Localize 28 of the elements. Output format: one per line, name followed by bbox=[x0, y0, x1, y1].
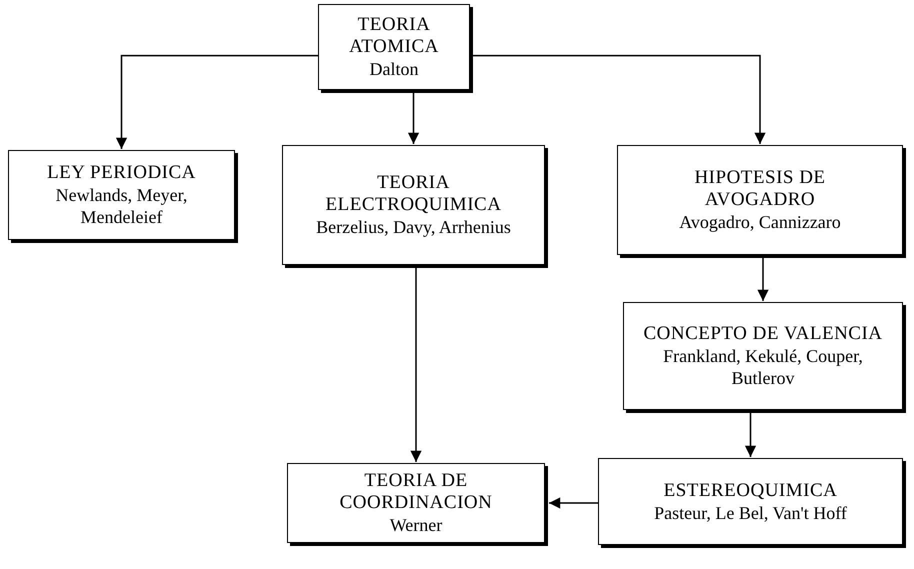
scientist-names: Dalton bbox=[370, 58, 418, 80]
scientist-names: Newlands, Meyer, Mendeleief bbox=[54, 184, 188, 228]
arrow bbox=[410, 265, 422, 462]
arrow bbox=[549, 497, 598, 509]
concept-box bbox=[8, 150, 235, 240]
concept-box bbox=[318, 4, 470, 90]
arrow bbox=[757, 255, 769, 301]
scientist-names: Werner bbox=[390, 514, 442, 536]
concept-box bbox=[623, 302, 903, 410]
concept-title: TEORIA DE COORDINACION bbox=[338, 470, 494, 514]
arrow bbox=[408, 90, 420, 144]
concept-title: TEORIA ATOMICA bbox=[348, 14, 440, 58]
arrow bbox=[470, 54, 766, 144]
scientist-names: Frankland, Kekulé, Couper, Butlerov bbox=[662, 345, 864, 389]
arrow bbox=[744, 410, 756, 457]
scientist-names: Avogadro, Cannizzaro bbox=[679, 211, 841, 233]
concept-box bbox=[282, 145, 545, 265]
concept-title: CONCEPTO DE VALENCIA bbox=[643, 323, 883, 345]
concept-title: TEORIA ELECTROQUIMICA bbox=[324, 172, 502, 216]
concept-box bbox=[598, 458, 903, 545]
concept-box bbox=[617, 145, 903, 255]
concept-box bbox=[287, 463, 545, 543]
concept-title: LEY PERIODICA bbox=[47, 162, 196, 184]
concept-title: HIPOTESIS DE AVOGADRO bbox=[693, 167, 827, 211]
scientist-names: Berzelius, Davy, Arrhenius bbox=[316, 216, 511, 238]
scientist-names: Pasteur, Le Bel, Van't Hoff bbox=[654, 502, 847, 524]
arrow bbox=[116, 54, 318, 149]
concept-title: ESTEREOQUIMICA bbox=[664, 480, 838, 502]
